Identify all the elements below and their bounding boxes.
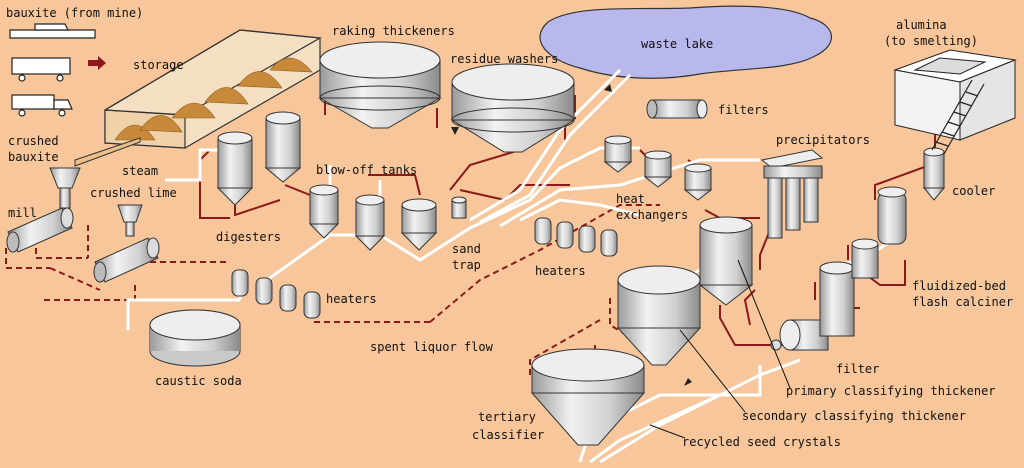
label-tertiary-2: classifier bbox=[472, 428, 545, 442]
heat-exchangers bbox=[603, 135, 713, 201]
label-blow-off-tanks: blow-off tanks bbox=[316, 163, 418, 177]
label-heat-exchangers-1: heat bbox=[616, 192, 645, 206]
heaters-right bbox=[534, 217, 618, 257]
arrow-to-storage bbox=[88, 56, 106, 70]
label-heaters-right: heaters bbox=[535, 264, 586, 278]
label-crushed-bauxite-1: crushed bbox=[8, 134, 59, 148]
primary-classifying-thickener bbox=[698, 216, 754, 306]
label-secondary: secondary classifying thickener bbox=[742, 409, 966, 423]
label-fluidized-1: fluidized-bed bbox=[912, 279, 1006, 293]
label-heat-exchangers-2: exchangers bbox=[616, 208, 689, 222]
filter-drum bbox=[770, 319, 829, 351]
label-alumina-2: (to smelting) bbox=[884, 34, 978, 48]
storage-shed bbox=[104, 29, 322, 149]
label-steam: steam bbox=[122, 164, 159, 178]
calciner bbox=[819, 186, 907, 337]
label-caustic-soda: caustic soda bbox=[155, 374, 242, 388]
label-cooler: cooler bbox=[952, 184, 996, 198]
filters-drum bbox=[646, 99, 708, 119]
label-filters: filters bbox=[718, 103, 769, 117]
residue-washer bbox=[450, 63, 576, 153]
raking-thickener bbox=[318, 41, 442, 129]
label-sand-trap-2: trap bbox=[452, 258, 481, 272]
label-raking-thickeners: raking thickeners bbox=[332, 24, 455, 38]
label-fluidized-2: flash calciner bbox=[912, 295, 1014, 309]
cooler bbox=[922, 147, 946, 201]
alumina-bin bbox=[893, 49, 1017, 141]
label-mill: mill bbox=[8, 206, 37, 220]
label-waste-lake: waste lake bbox=[641, 37, 714, 51]
caustic-soda-tank bbox=[149, 309, 241, 367]
label-sand-trap-1: sand bbox=[452, 242, 481, 256]
label-tertiary-1: tertiary bbox=[478, 410, 536, 424]
mill bbox=[6, 167, 81, 253]
label-residue-washers: residue washers bbox=[450, 52, 559, 66]
label-precipitators: precipitators bbox=[776, 133, 870, 147]
digesters bbox=[216, 111, 302, 206]
label-heaters-left: heaters bbox=[326, 292, 377, 306]
label-filter: filter bbox=[836, 362, 880, 376]
alumina-conveyor bbox=[931, 79, 985, 155]
label-alumina-1: alumina bbox=[896, 18, 947, 32]
lime-mill bbox=[93, 204, 160, 283]
label-digesters: digesters bbox=[216, 230, 282, 244]
label-bauxite: bauxite (from mine) bbox=[6, 6, 144, 20]
heaters-left bbox=[231, 269, 321, 319]
label-spent-liquor: spent liquor flow bbox=[370, 340, 493, 354]
mine-transport-icons bbox=[9, 23, 96, 117]
label-primary: primary classifying thickener bbox=[786, 384, 996, 398]
label-recycled: recycled seed crystals bbox=[682, 435, 841, 449]
conveyor bbox=[74, 137, 141, 167]
precipitators bbox=[760, 149, 824, 239]
blow-off-tanks bbox=[308, 184, 438, 251]
secondary-classifying-thickener bbox=[616, 265, 702, 366]
label-crushed-lime: crushed lime bbox=[90, 186, 177, 200]
tertiary-classifier bbox=[530, 348, 646, 446]
label-crushed-bauxite-2: bauxite bbox=[8, 150, 59, 164]
waste-lake bbox=[539, 5, 833, 79]
sand-trap bbox=[451, 196, 467, 219]
label-storage: storage bbox=[133, 58, 184, 72]
